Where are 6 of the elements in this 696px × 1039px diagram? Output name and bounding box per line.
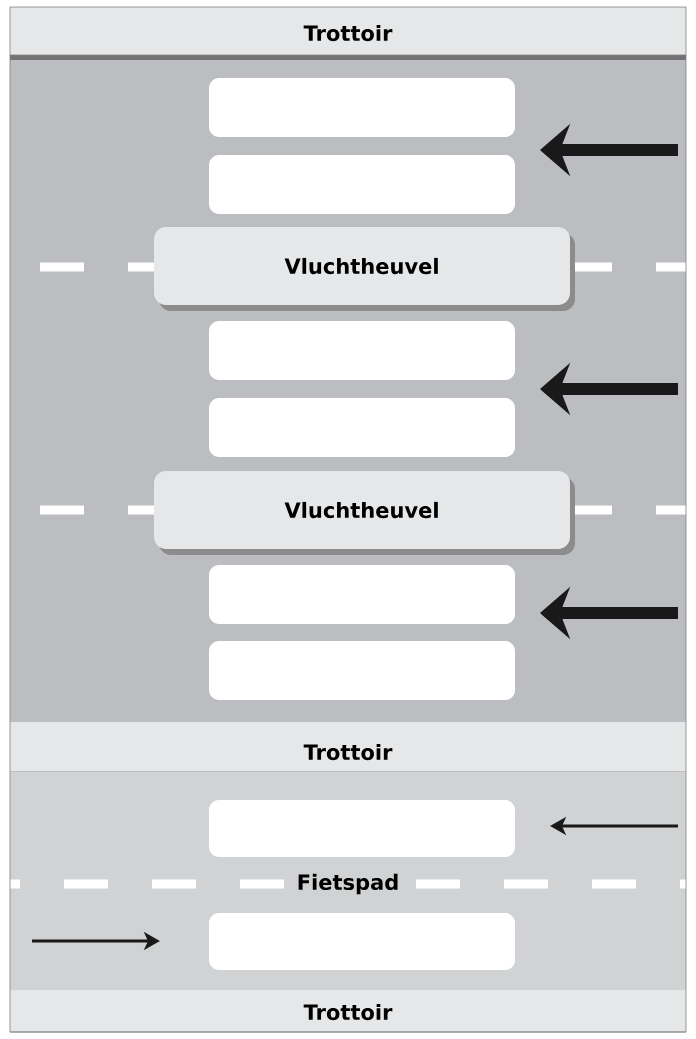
bike-lane: Fietspad [10, 772, 686, 990]
sidewalk-band: Trottoir [9, 990, 687, 1033]
traffic-island: Vluchtheuvel [154, 471, 575, 555]
sidewalk-band: Trottoir [9, 722, 687, 773]
traffic-island: Vluchtheuvel [154, 227, 575, 311]
sidewalk-band: Trottoir [9, 7, 687, 56]
